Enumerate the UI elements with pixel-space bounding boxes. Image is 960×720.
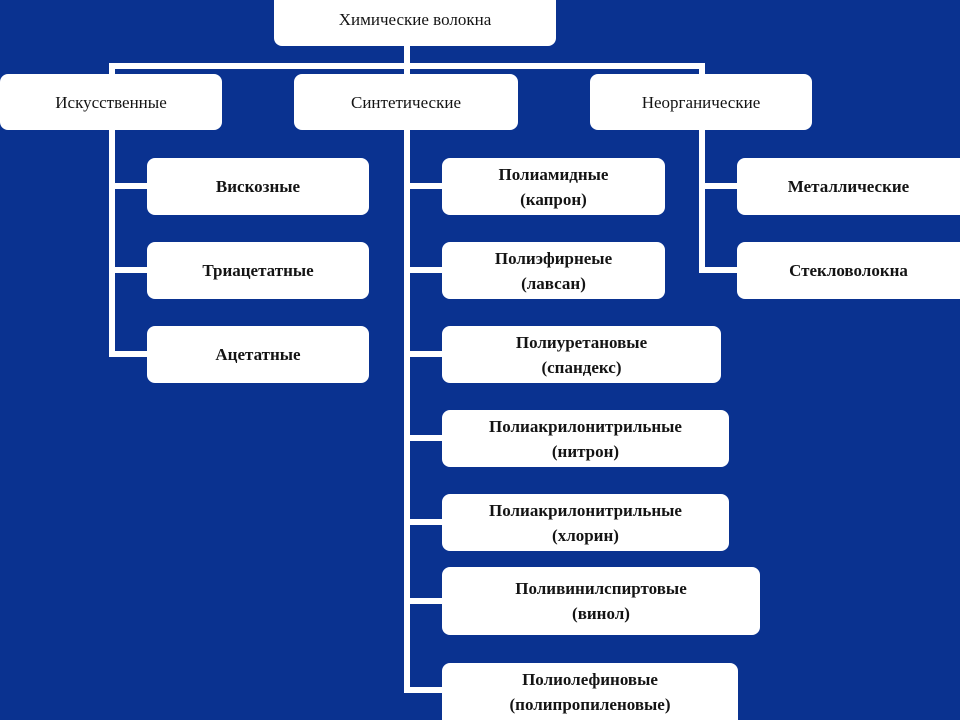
fiber-node-polyurethane: Полиуретановые (спандекс): [442, 326, 721, 383]
fiber-sublabel: (хлорин): [552, 525, 619, 545]
fiber-label: Полиэфирнеые: [494, 248, 613, 268]
fiber-label: Стекловолокна: [789, 261, 908, 280]
fiber-label: Полиакрилонитрильные: [489, 416, 682, 436]
fiber-sublabel: (нитрон): [551, 441, 620, 461]
category-label: Синтетические: [350, 92, 461, 112]
fiber-node-polyolefin: Полиолефиновые (полипропиленовые): [442, 663, 738, 720]
fiber-node-acetate: Ацетатные: [147, 326, 369, 383]
fiber-node-polyvinyl-alcohol: Поливинилспиртовые (винол): [442, 567, 760, 635]
root-node: Химические волокна: [274, 0, 556, 46]
fiber-sublabel: (полипропиленовые): [509, 694, 671, 714]
fiber-node-metallic: Металлические: [737, 158, 960, 215]
fiber-label: Ацетатные: [215, 345, 301, 364]
fiber-sublabel: (спандекс): [541, 357, 622, 377]
fiber-label: Триацетатные: [202, 261, 314, 280]
fiber-label: Поливинилспиртовые: [515, 579, 687, 598]
category-inorganic: Неорганические: [590, 74, 812, 130]
fiber-label: Полиамидные: [498, 164, 609, 184]
fiber-label: Металлические: [787, 177, 910, 196]
fiber-label: Вискозные: [215, 177, 301, 196]
category-synthetic: Синтетические: [294, 74, 518, 130]
fiber-label: Полиуретановые: [515, 332, 648, 352]
fiber-sublabel: (лавсан): [521, 273, 586, 293]
fiber-node-polyacrylonitrile-nitron: Полиакрилонитрильные (нитрон): [442, 410, 729, 467]
category-label: Искусственные: [55, 92, 167, 112]
fiber-node-polyester: Полиэфирнеые (лавсан): [442, 242, 665, 299]
fiber-sublabel: (винол): [572, 604, 630, 623]
fiber-node-triacetate: Триацетатные: [147, 242, 369, 299]
fiber-label: Полиолефиновые: [522, 669, 658, 689]
category-label: Неорганические: [641, 92, 761, 112]
root-label: Химические волокна: [338, 9, 492, 29]
fiber-node-glass: Стекловолокна: [737, 242, 960, 299]
fiber-node-viscose: Вискозные: [147, 158, 369, 215]
fiber-node-polyacrylonitrile-chlorin: Полиакрилонитрильные (хлорин): [442, 494, 729, 551]
fiber-node-polyamide: Полиамидные (капрон): [442, 158, 665, 215]
category-artificial: Искусственные: [0, 74, 222, 130]
fiber-sublabel: (капрон): [520, 189, 587, 209]
fiber-label: Полиакрилонитрильные: [489, 500, 682, 520]
